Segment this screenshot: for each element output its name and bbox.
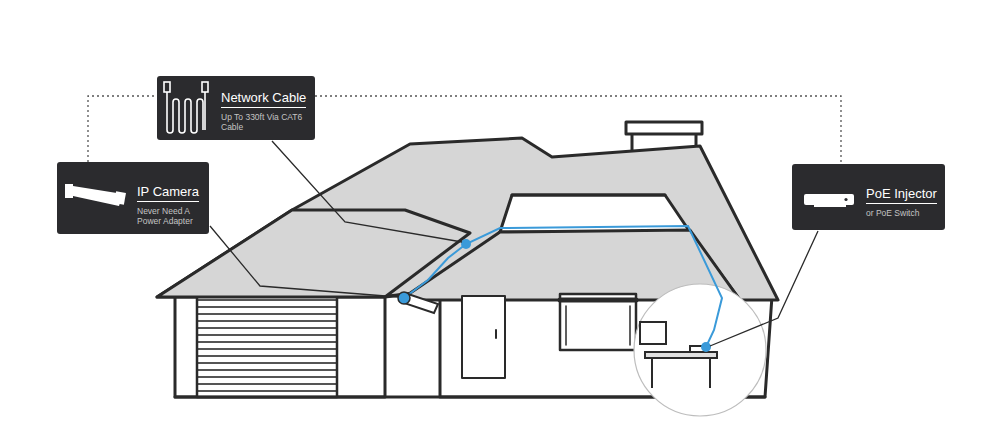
dotted-connector: [88, 96, 157, 162]
callout-box: PoE Injector or PoE Switch: [792, 164, 945, 230]
camera-icon: [57, 162, 133, 226]
callout-note: or PoE Switch: [866, 208, 935, 218]
callout-box: Network Cable Up To 330ft Via CAT6 Cable: [157, 76, 315, 140]
callout-title: PoE Injector: [866, 186, 937, 204]
dotted-connector: [315, 96, 841, 164]
injector-icon: [792, 164, 868, 228]
callout-note: Never Need A Power Adapter: [137, 206, 199, 226]
callout-title: Network Cable: [221, 90, 306, 108]
callout-box: IP CameraNever Need A Power Adapter: [57, 162, 209, 234]
callout-note: Up To 330ft Via CAT6 Cable: [221, 112, 305, 132]
callout-title: IP Camera: [137, 184, 199, 202]
